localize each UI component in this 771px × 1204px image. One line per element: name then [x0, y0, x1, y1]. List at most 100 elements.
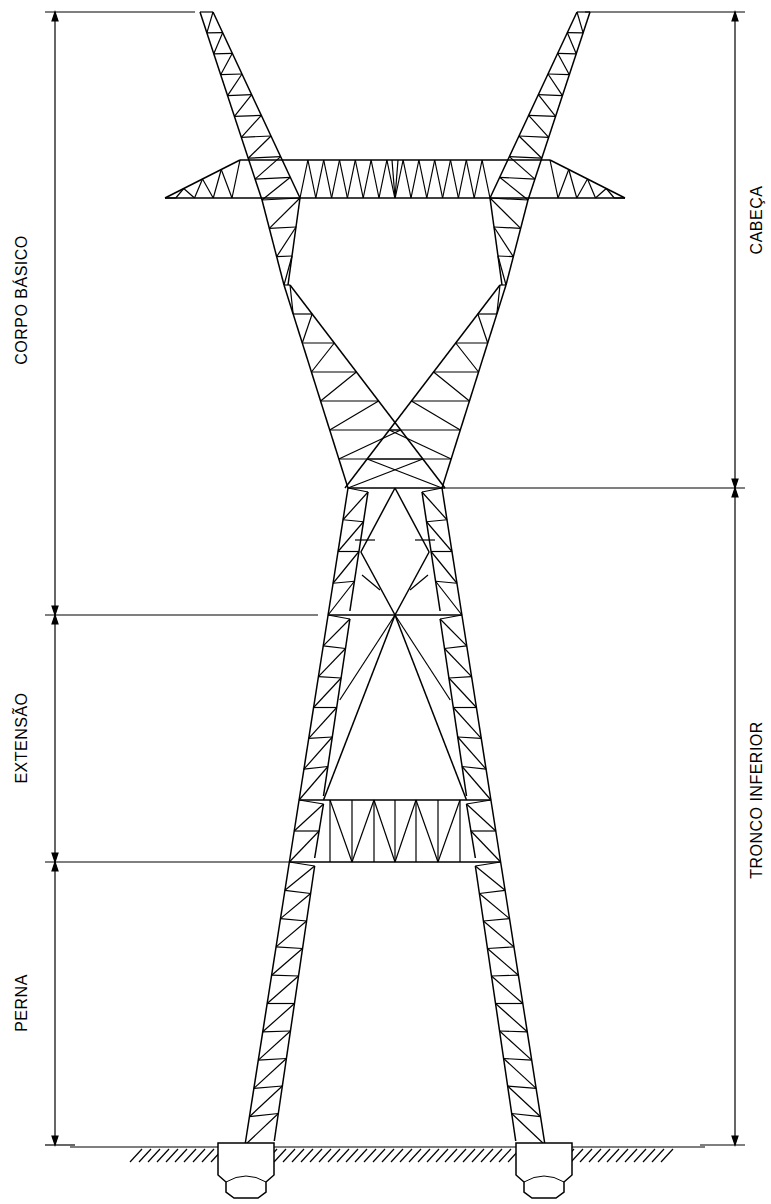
member — [596, 189, 607, 199]
member — [395, 160, 403, 198]
foundation — [516, 1143, 572, 1198]
member — [538, 95, 555, 117]
member — [494, 227, 513, 257]
member — [241, 115, 261, 137]
member — [415, 539, 435, 540]
member — [373, 800, 374, 862]
member — [410, 575, 428, 590]
member — [529, 115, 549, 137]
member — [309, 737, 333, 738]
member — [318, 677, 341, 678]
member — [362, 575, 380, 590]
member — [509, 157, 541, 159]
member — [512, 1114, 545, 1146]
member — [435, 160, 443, 198]
member — [338, 551, 359, 552]
member — [500, 284, 506, 285]
member — [309, 708, 337, 739]
member — [280, 919, 306, 921]
member — [458, 737, 482, 738]
member — [228, 94, 252, 96]
member — [207, 32, 223, 33]
member — [328, 581, 354, 615]
member — [318, 649, 345, 677]
member — [434, 371, 479, 372]
member — [500, 1030, 528, 1032]
member — [248, 136, 271, 158]
member — [316, 160, 324, 198]
member — [345, 285, 500, 488]
member — [276, 947, 302, 949]
member — [471, 830, 496, 831]
member — [245, 1114, 278, 1146]
member — [504, 1059, 532, 1061]
member — [567, 33, 576, 54]
member — [294, 830, 319, 831]
member — [276, 921, 307, 947]
member — [288, 198, 300, 285]
member — [471, 831, 501, 862]
member — [340, 160, 348, 198]
member — [548, 73, 569, 75]
member — [367, 458, 451, 459]
member — [500, 177, 528, 200]
member — [422, 488, 442, 492]
ground — [70, 1143, 705, 1198]
member — [262, 177, 290, 200]
member — [474, 160, 482, 198]
member — [498, 255, 513, 257]
member — [416, 800, 438, 862]
member — [395, 615, 450, 700]
member — [550, 160, 625, 198]
member — [184, 189, 195, 199]
member — [343, 492, 368, 520]
member — [392, 160, 395, 198]
member — [453, 707, 476, 708]
member — [496, 1004, 528, 1032]
member — [403, 160, 411, 198]
member — [249, 1114, 278, 1117]
member — [294, 804, 323, 831]
member — [449, 678, 477, 708]
member — [482, 160, 490, 198]
member — [389, 429, 460, 430]
member — [500, 177, 535, 179]
member — [176, 189, 184, 199]
member — [445, 649, 472, 677]
member — [280, 894, 310, 919]
member — [538, 94, 562, 96]
member — [352, 800, 374, 862]
member — [290, 285, 293, 314]
member — [267, 1003, 294, 1004]
member — [200, 12, 262, 200]
member — [262, 200, 284, 285]
member — [379, 160, 387, 198]
member — [351, 800, 352, 862]
member — [343, 520, 363, 522]
member — [462, 767, 486, 770]
member — [289, 831, 319, 862]
member — [456, 343, 479, 372]
member — [483, 921, 514, 947]
member — [263, 1004, 295, 1032]
member — [367, 459, 442, 488]
member — [411, 400, 469, 401]
member — [478, 314, 488, 343]
member — [165, 197, 176, 198]
dimension-lines — [45, 12, 745, 1145]
member — [340, 615, 395, 700]
member — [221, 53, 233, 74]
member — [361, 552, 395, 615]
member — [302, 314, 312, 343]
member — [436, 581, 457, 583]
member — [263, 1030, 291, 1032]
member — [490, 12, 577, 198]
member — [497, 285, 500, 314]
member — [395, 552, 429, 615]
member — [512, 1114, 541, 1117]
dimension-label: TRONCO INFERIOR — [748, 719, 766, 881]
member — [332, 160, 340, 198]
member — [213, 12, 300, 198]
